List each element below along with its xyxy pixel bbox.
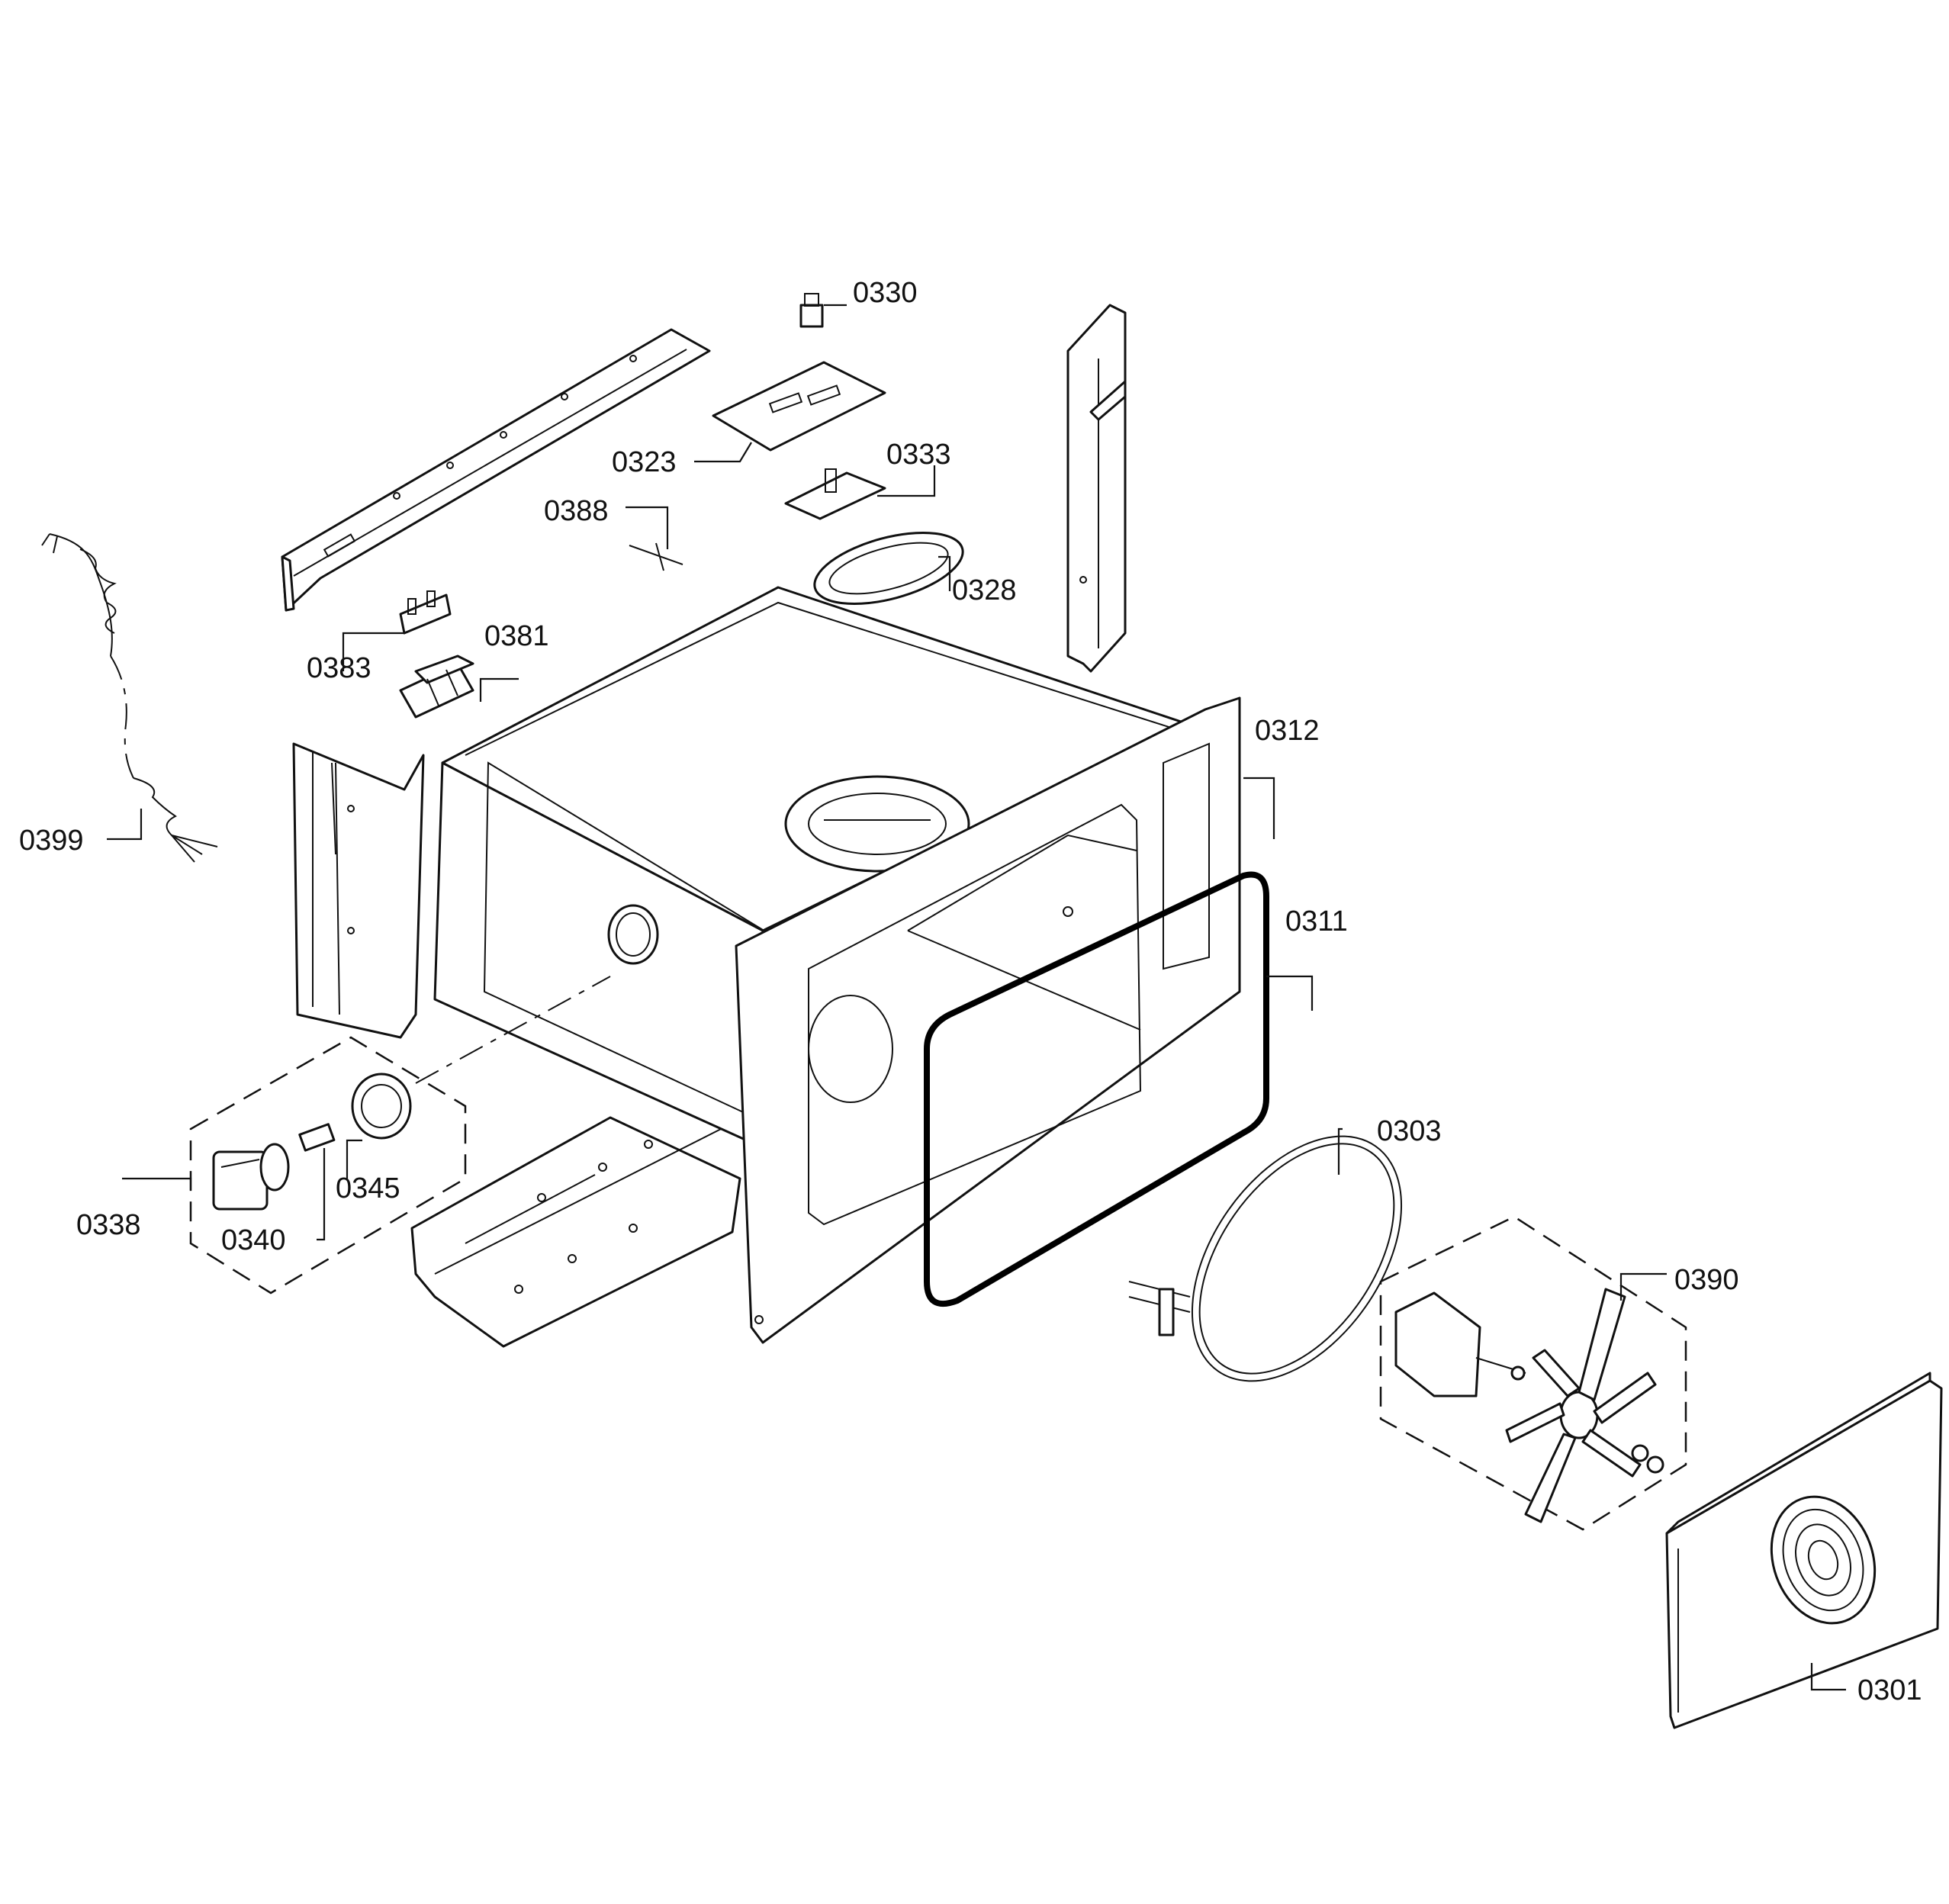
label-0340: 0340 [221, 1224, 286, 1256]
fan-motor [1394, 1291, 1526, 1397]
door-gasket [924, 871, 1269, 1307]
label-0330: 0330 [853, 277, 918, 309]
label-0301: 0301 [1857, 1674, 1922, 1706]
label-0323: 0323 [612, 446, 677, 478]
plate-0333 [784, 468, 886, 520]
fan-blade [1505, 1288, 1657, 1523]
label-0303: 0303 [1377, 1115, 1442, 1147]
bottom-angled-bracket [410, 1116, 741, 1348]
label-0311: 0311 [1285, 905, 1348, 938]
heating-element [1128, 1135, 1403, 1382]
terminal-0383 [399, 590, 452, 635]
label-0383: 0383 [307, 652, 371, 684]
part-labels: 0330 0323 0333 0388 0328 0383 0381 0312 … [19, 277, 1922, 1706]
fan-assembly [1379, 1215, 1687, 1531]
lamp-cover-0345 [351, 1073, 412, 1140]
leader-lines [107, 304, 1846, 1691]
label-0388: 0388 [544, 495, 609, 527]
right-vertical-bracket [1066, 304, 1127, 673]
lamp-socket-0338 [212, 1143, 290, 1211]
label-0399: 0399 [19, 825, 84, 857]
label-0381: 0381 [484, 620, 549, 652]
gasket-ring-0328 [813, 531, 964, 606]
label-0328: 0328 [952, 574, 1017, 606]
left-side-bracket [292, 742, 425, 1039]
lamp-assembly [189, 976, 611, 1295]
label-0390: 0390 [1674, 1264, 1739, 1296]
switch-0330 [799, 293, 824, 328]
power-cord [41, 533, 218, 863]
terminal-block-0381 [399, 654, 474, 719]
label-0338: 0338 [76, 1209, 141, 1241]
label-0312: 0312 [1255, 715, 1320, 747]
clip-0388 [629, 542, 683, 571]
oven-cavity [433, 586, 1241, 1344]
top-rail-bracket [281, 328, 711, 612]
label-0333: 0333 [886, 439, 951, 471]
label-0345: 0345 [336, 1172, 400, 1204]
back-cover [1665, 1372, 1943, 1729]
cover-plate-0323 [712, 361, 886, 452]
lamp-bulb-0340 [298, 1123, 336, 1152]
